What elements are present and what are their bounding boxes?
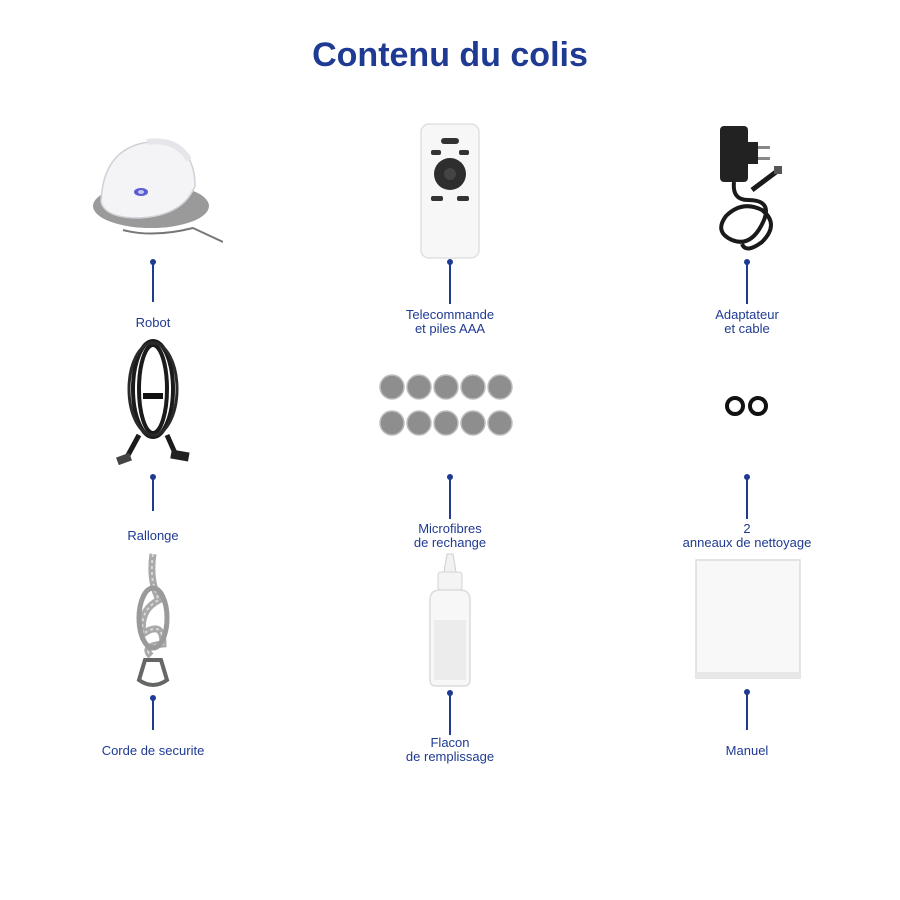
item-label: Flacon de remplissage xyxy=(405,735,495,764)
item-label: 2 anneaux de nettoyage xyxy=(682,521,812,550)
item-label: Microfibres de rechange xyxy=(413,521,487,550)
remote-control-icon xyxy=(330,120,570,260)
page-title: Contenu du colis xyxy=(312,36,588,74)
item-label: Manuel xyxy=(725,743,769,758)
manual-icon xyxy=(627,558,867,682)
cleaning-rings-icon xyxy=(627,391,867,421)
item-label: Rallonge xyxy=(127,528,179,543)
item-label: Robot xyxy=(135,315,171,330)
extension-cable-icon xyxy=(33,335,273,471)
robot-icon xyxy=(33,120,273,250)
refill-bottle-icon xyxy=(330,550,570,690)
item-label: Telecommande et piles AAA xyxy=(405,307,495,336)
microfiber-pads-icon xyxy=(330,365,570,445)
item-label: Adaptateur et cable xyxy=(715,307,779,336)
item-label: Corde de securite xyxy=(101,743,205,758)
safety-rope-icon xyxy=(33,550,273,690)
power-adapter-icon xyxy=(627,120,867,260)
